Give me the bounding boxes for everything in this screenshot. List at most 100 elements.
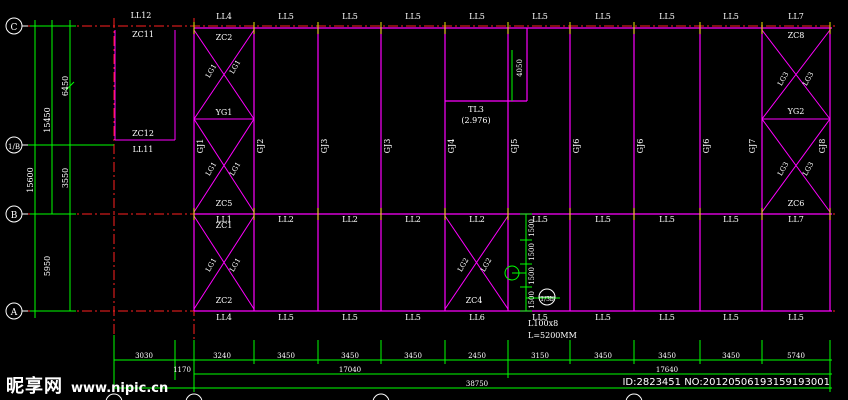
cross-braces [193, 29, 831, 310]
dim-6450: 6450 [61, 76, 70, 96]
brace-zc5: ZC5 [216, 199, 233, 208]
beam-b-3: LL2 [405, 215, 421, 224]
beam-a-3: LL5 [405, 313, 421, 322]
col-gj3-b: GJ3 [383, 139, 392, 154]
bottom-dimension-lines [113, 335, 832, 392]
col-gj3-a: GJ3 [320, 139, 329, 154]
span-5: 3150 [531, 352, 549, 360]
col-gj8: GJ8 [818, 139, 827, 154]
beam-b-5: LL5 [532, 215, 548, 224]
brace-lg1-d: LG1 [228, 161, 242, 178]
col-gj1: GJ1 [196, 139, 205, 154]
brace-lg3-c: LG3 [776, 161, 790, 178]
beam-a-8: LL5 [723, 313, 739, 322]
brace-zc8: ZC8 [788, 31, 805, 40]
watermark-id: ID:2823451 NO:20120506193159193001 [622, 377, 830, 388]
axis-label-b: B [11, 211, 18, 221]
span-7: 3450 [658, 352, 676, 360]
col-gj6-c: GJ6 [702, 139, 711, 154]
beam-b-7: LL5 [659, 215, 675, 224]
span-2: 3450 [341, 352, 359, 360]
brace-lg2-b: LG2 [479, 257, 493, 274]
beam-b-1: LL2 [278, 215, 294, 224]
beam-a-7: LL5 [659, 313, 675, 322]
beam-lines [193, 27, 832, 312]
axis-bubbles [5, 17, 28, 320]
steel-note-line2: L=5200MM [528, 331, 577, 340]
grid-lines [28, 18, 835, 340]
col-gj2: GJ2 [256, 139, 265, 154]
column-labels: GJ1 GJ2 GJ3 GJ3 GJ4 GJ5 GJ6 GJ6 GJ6 GJ7 … [196, 139, 827, 154]
brace-zc4: ZC4 [466, 296, 483, 305]
span-4: 2450 [468, 352, 486, 360]
dim-3550: 3550 [61, 168, 70, 188]
axis-label-1b: 1/B [8, 143, 20, 151]
left-bay-frame [114, 30, 176, 141]
dim-5950: 5950 [43, 256, 52, 276]
brace-lg1-b: LG1 [228, 59, 242, 76]
stair-dims [504, 213, 560, 312]
brace-yg2: YG2 [787, 107, 805, 116]
total-left-small: 1170 [173, 366, 191, 374]
brace-zc12: ZC12 [132, 129, 154, 138]
brace-zc11: ZC11 [132, 30, 154, 39]
beam-top-6: LL5 [532, 12, 548, 21]
beam-top-2: LL5 [278, 12, 294, 21]
dim-15450: 15450 [43, 107, 52, 132]
brace-zc2-bot: ZC2 [216, 296, 233, 305]
span-6: 3450 [594, 352, 612, 360]
beam-top-9: LL5 [723, 12, 739, 21]
brace-zc2-top: ZC2 [216, 33, 233, 42]
beam-b-4: LL2 [469, 215, 485, 224]
beam-b-6: LL5 [595, 215, 611, 224]
total-right: 17640 [656, 366, 678, 374]
beam-top-7: LL5 [595, 12, 611, 21]
beam-top-3: LL5 [342, 12, 358, 21]
span-9: 5740 [787, 352, 805, 360]
stair-dim-2: 1500 [528, 243, 536, 261]
beam-a-5: LL5 [532, 313, 548, 322]
col-gj6-a: GJ6 [572, 139, 581, 154]
brace-lg3-d: LG3 [801, 161, 815, 178]
beam-top-1: LL4 [216, 12, 232, 21]
brace-lg2-a: LG2 [456, 257, 470, 274]
bottom-span-labels: 3240 3450 3450 3450 2450 3150 3450 3450 … [135, 352, 805, 388]
beam-ll11: LL11 [133, 145, 154, 154]
watermark-url: www.nipic.cn [71, 381, 169, 396]
column-ticks [193, 22, 831, 220]
row-a-beam-labels: LL4 LL5 LL5 LL5 LL6 LL5 LL5 LL5 LL5 LL5 [216, 313, 804, 322]
brace-labels: ZC2 YG1 ZC5 ZC1 ZC2 ZC4 ZC8 YG2 ZC6 LG1 … [204, 31, 815, 305]
col-gj4: GJ4 [447, 139, 456, 154]
beam-a-4: LL6 [469, 313, 485, 322]
beam-b-2: LL2 [342, 215, 358, 224]
span-1: 3450 [277, 352, 295, 360]
tl3-elev: (2.976) [461, 116, 490, 125]
span-8: 3450 [722, 352, 740, 360]
beam-a-9: LL5 [788, 313, 804, 322]
beam-top-10: LL7 [788, 12, 804, 21]
beam-a-0: LL4 [216, 313, 232, 322]
detail-callout: 1/3b [540, 296, 554, 303]
brace-lg1-c: LG1 [204, 161, 218, 178]
span-0: 3240 [213, 352, 231, 360]
beam-b-0: LL1 [216, 215, 232, 224]
watermark: 昵享网 www.nipic.cn [6, 372, 168, 398]
stair-dim-1: 1500 [528, 219, 536, 237]
left-dimension-lines [28, 20, 114, 318]
beam-a-6: LL5 [595, 313, 611, 322]
brace-lg1-e: LG1 [204, 257, 218, 274]
axis-label-c: C [11, 23, 18, 33]
tl3-dim: 4050 [516, 59, 524, 77]
col-gj5: GJ5 [510, 139, 519, 154]
top-beam-labels: LL4 LL5 LL5 LL5 LL5 LL5 LL5 LL5 LL5 LL7 [216, 12, 804, 21]
tl3-name: TL3 [468, 105, 484, 114]
total-overall: 38750 [466, 380, 488, 388]
dim-15600: 15600 [26, 167, 35, 192]
watermark-brand: 昵享网 [6, 376, 63, 397]
beam-top-8: LL5 [659, 12, 675, 21]
brace-yg1: YG1 [215, 108, 233, 117]
col-gj6-b: GJ6 [636, 139, 645, 154]
brace-lg3-b: LG3 [801, 71, 815, 88]
row-b-beam-labels: LL1 LL2 LL2 LL2 LL2 LL5 LL5 LL5 LL5 LL7 [216, 215, 804, 224]
